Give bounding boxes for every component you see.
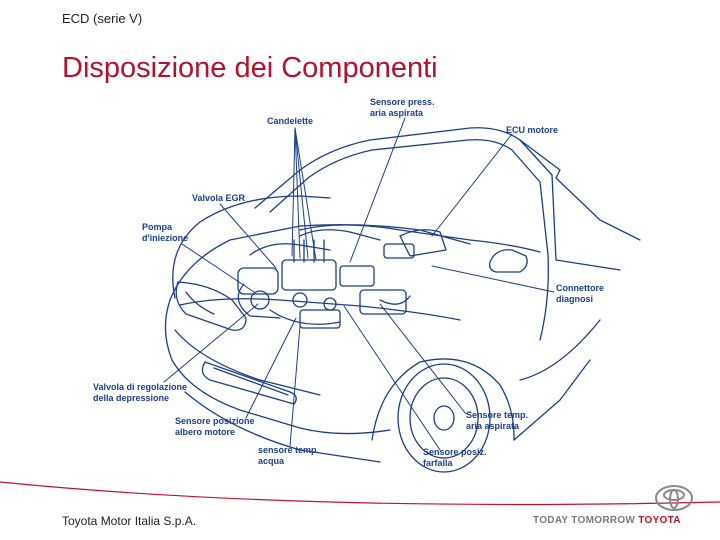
label-valvola-egr: Valvola EGR (192, 193, 246, 203)
label-ecu-motore: ECU motore (506, 125, 559, 135)
toyota-logo-icon (655, 485, 693, 511)
company-name: Toyota Motor Italia S.p.A. (62, 514, 197, 528)
tagline-prefix: TODAY TOMORROW (533, 515, 639, 526)
label-sensore-posizione-albero: Sensore posizione albero motore (175, 416, 255, 437)
label-candelette: Candelette (267, 116, 314, 126)
label-valvola-regolazione: Valvola di regolazione della depressione (93, 382, 188, 403)
footer-swoosh (0, 481, 720, 506)
page-title: Disposizione dei Componenti (62, 52, 438, 84)
label-sensore-press-aria: Sensore press. aria aspirata (370, 97, 435, 118)
label-sensore-temp-acqua: sensore temp. acqua (258, 445, 320, 466)
tagline-brand: TOYOTA (638, 515, 681, 526)
label-pompa-iniezione: Pompa d'iniezione (142, 222, 189, 243)
section-label: ECD (serie V) (62, 11, 143, 26)
label-connettore-diagnosi: Connettore diagnosi (556, 283, 604, 304)
label-sensore-posiz-farfalla: Sensore posiz. farfalla (423, 447, 487, 468)
label-sensore-temp-aria: Sensore temp. aria aspirata (466, 410, 529, 431)
brand-tagline: TODAY TOMORROW TOYOTA (533, 515, 681, 526)
